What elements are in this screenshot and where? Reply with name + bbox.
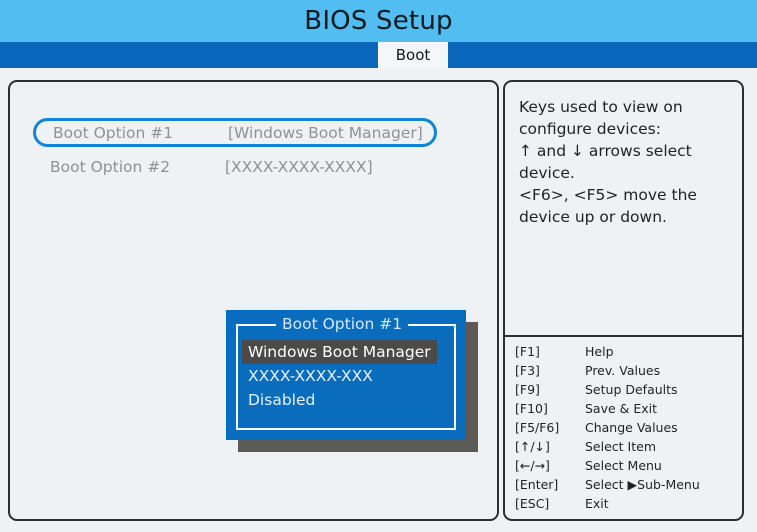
dropdown-item-disabled[interactable]: Disabled (248, 391, 316, 409)
key-legend: [F1] Help [F3] Prev. Values [F9] Setup D… (515, 344, 737, 515)
key-legend-desc: Prev. Values (585, 363, 661, 378)
help-line-1: Keys used to view on (519, 98, 683, 116)
page-title: BIOS Setup (304, 6, 453, 36)
key-legend-desc: Save & Exit (585, 401, 658, 416)
key-legend-key: [F9] (515, 382, 540, 397)
key-legend-row: [F5/F6] Change Values (515, 420, 737, 439)
help-description: Keys used to view on configure devices: … (519, 96, 731, 228)
body-area: Boot Option #1 [Windows Boot Manager] Bo… (0, 68, 757, 532)
key-legend-desc: Select Menu (585, 458, 662, 473)
key-legend-desc: Select Item (585, 439, 656, 454)
help-line-6: device up or down. (519, 208, 667, 226)
key-legend-row: [F1] Help (515, 344, 737, 363)
help-panel: Keys used to view on configure devices: … (503, 80, 744, 521)
boot-option-row-1[interactable]: Boot Option #1 [Windows Boot Manager] (33, 118, 437, 147)
dropdown-title: Boot Option #1 (276, 315, 409, 333)
boot-options-panel: Boot Option #1 [Windows Boot Manager] Bo… (8, 80, 499, 521)
dropdown-row: Windows Boot Manager (242, 340, 462, 364)
boot-option-row-2[interactable]: Boot Option #2 [XXXX-XXXX-XXXX] (33, 152, 437, 181)
tab-boot-label: Boot (395, 46, 431, 64)
key-legend-row: [Enter] Select ▶Sub-Menu (515, 477, 737, 496)
key-legend-key: [↑/↓] (515, 439, 550, 454)
boot-option-1-value: [Windows Boot Manager] (228, 123, 423, 142)
key-legend-row: [F3] Prev. Values (515, 363, 737, 382)
help-line-3: ↑ and ↓ arrows select (519, 142, 692, 160)
key-legend-key: [ESC] (515, 496, 550, 511)
help-line-5: <F6>, <F5> move the (519, 186, 697, 204)
key-legend-key: [Enter] (515, 477, 559, 492)
boot-option-1-label: Boot Option #1 (53, 123, 174, 142)
key-legend-row: [F9] Setup Defaults (515, 382, 737, 401)
boot-option-dropdown: Boot Option #1 Windows Boot Manager XXXX… (226, 310, 466, 440)
key-legend-desc: Help (585, 344, 614, 359)
key-legend-key: [F10] (515, 401, 548, 416)
key-legend-desc: Change Values (585, 420, 678, 435)
key-legend-desc: Setup Defaults (585, 382, 678, 397)
key-legend-key: [F1] (515, 344, 540, 359)
key-legend-row: [↑/↓] Select Item (515, 439, 737, 458)
title-bar: BIOS Setup (0, 0, 757, 42)
boot-option-2-value: [XXXX-XXXX-XXXX] (225, 157, 373, 176)
key-legend-row: [←/→] Select Menu (515, 458, 737, 477)
dropdown-row: Disabled (242, 388, 462, 412)
key-legend-key: [F5/F6] (515, 420, 560, 435)
dropdown-list: Windows Boot Manager XXXX-XXXX-XXX Disab… (242, 340, 462, 412)
dropdown-item-windows-boot-manager[interactable]: Windows Boot Manager (242, 340, 437, 364)
dropdown-row: XXXX-XXXX-XXX (242, 364, 462, 388)
key-legend-desc: Exit (585, 496, 609, 511)
key-legend-key: [F3] (515, 363, 540, 378)
key-legend-key: [←/→] (515, 458, 550, 473)
help-line-2: configure devices: (519, 120, 661, 138)
key-legend-desc: Select ▶Sub-Menu (585, 477, 700, 492)
tab-boot[interactable]: Boot (378, 42, 448, 68)
help-line-4: device. (519, 164, 575, 182)
help-divider (505, 335, 742, 337)
key-legend-row: [ESC] Exit (515, 496, 737, 515)
boot-option-2-label: Boot Option #2 (50, 157, 171, 176)
dropdown-item-xxxx-device[interactable]: XXXX-XXXX-XXX (248, 367, 373, 385)
key-legend-row: [F10] Save & Exit (515, 401, 737, 420)
tab-bar: Boot (0, 42, 757, 68)
